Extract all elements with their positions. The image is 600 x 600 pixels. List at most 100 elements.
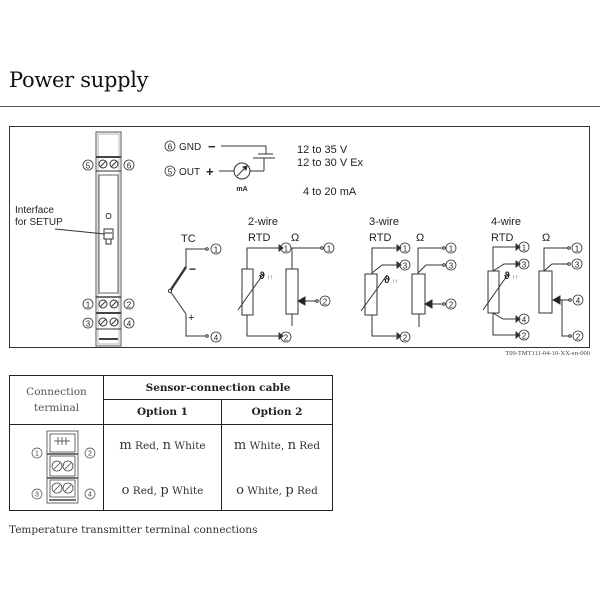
terminal-key: n (162, 437, 171, 453)
wiring-diagram-svg: Interface for SETUP 5 6 1 2 3 4 6 GND − (15, 131, 584, 347)
figure-caption: Temperature transmitter terminal connect… (9, 524, 258, 536)
option-2-cell: m White, n Red o White, p Red (221, 424, 333, 511)
wire-color: White, (243, 484, 286, 497)
section-title: Power supply (9, 68, 149, 92)
svg-text:1: 1 (449, 245, 454, 254)
option-2-row-2: o White, p Red (222, 483, 332, 498)
svg-text:3: 3 (522, 261, 527, 270)
svg-text:1: 1 (522, 244, 527, 253)
wire-color: Red (295, 439, 321, 452)
option-1-cell: m Red, n White o Red, p White (103, 424, 222, 511)
header-connection-terminal-line1: Connection (26, 386, 87, 398)
table-terminal-label-1: 1 (35, 451, 39, 458)
option-1-row-2: o Red, p White (104, 483, 221, 498)
three-wire-terminal-labels: 1 3 2 1 3 2 (399, 242, 457, 343)
terminal-label-5: 5 (86, 162, 91, 171)
svg-text:3: 3 (449, 262, 454, 271)
svg-text:2: 2 (522, 332, 527, 341)
svg-text:2: 2 (403, 334, 408, 343)
terminal-key: m (119, 437, 132, 453)
wire-color: Red, (131, 439, 163, 452)
terminal-label-1: 1 (86, 301, 91, 310)
terminal-label-4: 4 (127, 320, 132, 329)
header-connection-terminal: Connection terminal (9, 375, 104, 425)
four-wire-terminal-labels: 1 3 4 2 1 3 4 2 (518, 241, 584, 342)
potentiometer-3wire-symbol (411, 246, 446, 327)
header-connection-terminal-line2: terminal (33, 402, 80, 414)
out-sign: + (206, 164, 214, 179)
wire-color: White (170, 439, 206, 452)
svg-text:1: 1 (403, 245, 408, 254)
table-row: 1 2 3 4 m Red, n White o Red, p White m … (9, 424, 333, 511)
screw-terminals (98, 159, 119, 327)
two-wire-theta: ϑ (259, 271, 265, 282)
potentiometer-2wire-symbol (285, 246, 324, 326)
three-wire-label: 3-wire (369, 216, 399, 228)
tc-minus: − (189, 262, 196, 276)
option-1-row-1: m Red, n White (104, 438, 221, 453)
terminal-connection-table: Connection terminal Sensor-connection ca… (9, 375, 333, 511)
module-terminal-labels: 5 6 1 2 3 4 (82, 159, 135, 329)
svg-text:1: 1 (214, 246, 219, 255)
gnd-sign: − (208, 139, 216, 154)
four-wire-label: 4-wire (491, 216, 521, 228)
two-wire-ohm-label: Ω (291, 232, 299, 244)
three-wire-rtd-label: RTD (369, 232, 391, 244)
svg-text:2: 2 (449, 301, 454, 310)
voltage-range-2: 12 to 30 V Ex (297, 157, 364, 169)
header-sensor-cable: Sensor-connection cable (103, 375, 333, 400)
figure-id: T09-TMT111-04-10-XX-en-000 (505, 350, 590, 357)
header-option-2: Option 2 (221, 399, 333, 425)
wiring-diagram: Interface for SETUP 5 6 1 2 3 4 6 GND − (9, 126, 590, 348)
terminal-block-svg: 1 2 3 4 (31, 430, 96, 504)
svg-text:1: 1 (575, 245, 580, 254)
four-wire-rtd-label: RTD (491, 232, 513, 244)
rtd-3wire-symbol (360, 244, 402, 340)
wire-color: Red (293, 484, 318, 497)
svg-text:4: 4 (522, 316, 527, 325)
svg-text:2: 2 (284, 334, 289, 343)
section-divider (0, 106, 600, 107)
terminal-block-illustration: 1 2 3 4 (9, 424, 104, 511)
temperature-arrows: ↑↑ (392, 279, 398, 285)
potentiometer-4wire-symbol (538, 246, 572, 338)
four-wire-ohm-label: Ω (542, 232, 550, 244)
two-wire-rtd-label: RTD (248, 232, 270, 244)
voltage-range-1: 12 to 35 V (297, 144, 348, 156)
svg-text:2: 2 (323, 298, 328, 307)
terminal-label-6: 6 (127, 162, 132, 171)
temperature-arrows: ↑↑ (267, 275, 273, 281)
interface-label-1: Interface (15, 205, 54, 216)
gnd-label: GND (179, 142, 201, 153)
wire-color: White, (246, 439, 288, 452)
terminal-label-2: 2 (127, 301, 132, 310)
wire-color: Red, (129, 484, 161, 497)
svg-text:3: 3 (403, 262, 408, 271)
temperature-arrows: ↑↑ (512, 275, 518, 281)
svg-text:3: 3 (575, 261, 580, 270)
terminal-label-3: 3 (86, 320, 91, 329)
svg-text:1: 1 (327, 245, 332, 254)
gnd-terminal-label: 6 (168, 143, 173, 152)
header-option-1: Option 1 (103, 399, 222, 425)
rtd-2wire-symbol (237, 244, 284, 340)
svg-text:2: 2 (576, 333, 581, 342)
power-wiring (219, 145, 275, 180)
terminal-key: n (287, 437, 296, 453)
meter-label: mA (236, 186, 247, 193)
terminal-key: p (160, 482, 169, 498)
table-terminal-label-4: 4 (88, 492, 92, 499)
wire-color: White (168, 484, 204, 497)
table-terminal-label-2: 2 (88, 451, 92, 458)
svg-text:4: 4 (576, 297, 581, 306)
two-wire-terminal-labels: 1 2 1 2 (280, 242, 335, 343)
out-label: OUT (179, 167, 200, 178)
terminal-key: o (121, 482, 130, 498)
svg-text:1: 1 (284, 245, 289, 254)
current-range: 4 to 20 mA (303, 186, 357, 198)
three-wire-ohm-label: Ω (416, 232, 424, 244)
table-terminal-label-3: 3 (35, 492, 39, 499)
terminal-key: m (233, 437, 247, 453)
thermocouple-symbol (167, 247, 209, 338)
terminal-key: p (285, 482, 294, 498)
